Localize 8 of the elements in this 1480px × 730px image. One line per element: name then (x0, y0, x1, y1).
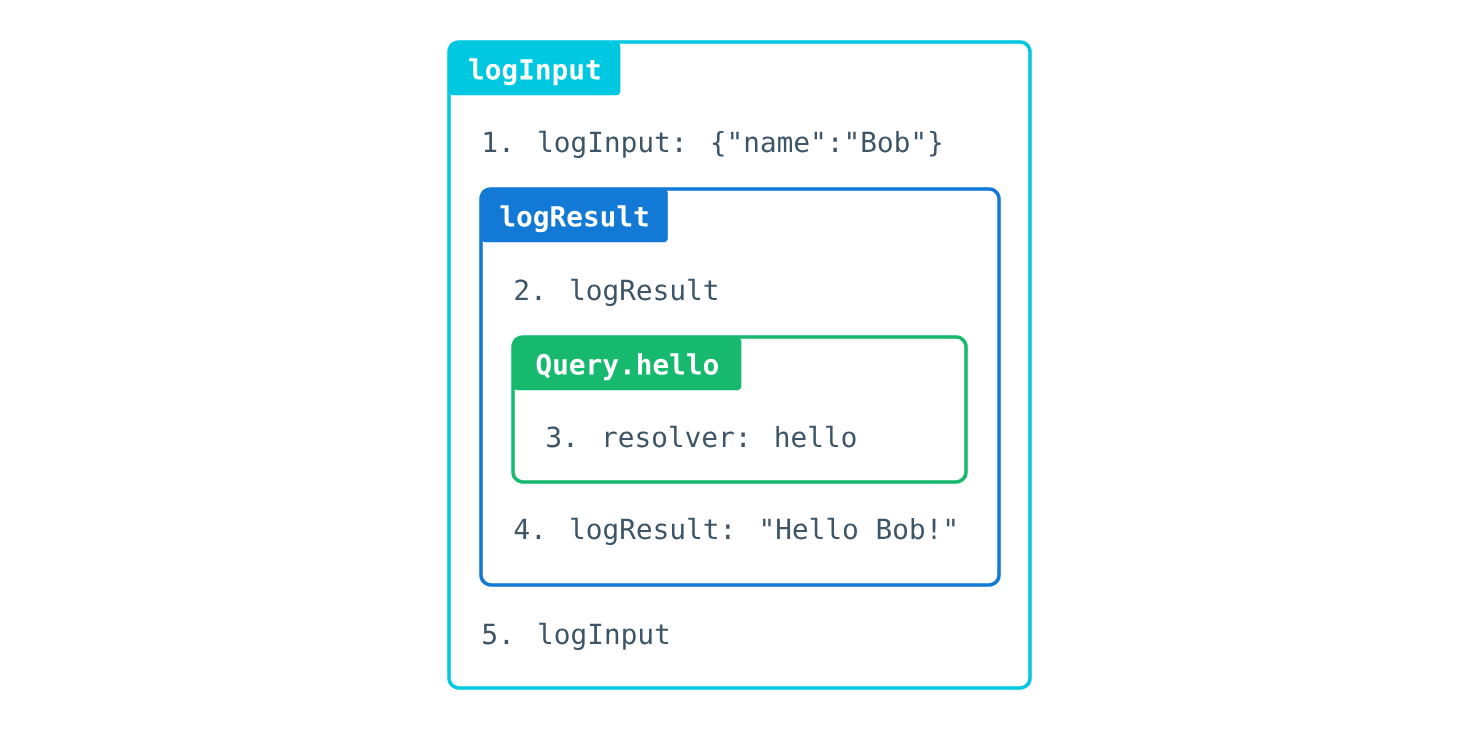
step-text: 5. logInput (483, 622, 669, 650)
step-text: 3. resolver: hello (547, 425, 856, 448)
tab-label: logResult (481, 189, 668, 243)
step-text: 4. logResult: "Hello Bob!" (514, 517, 955, 545)
tab-label: logInput (449, 42, 621, 96)
step-text: 1. logInput: {"name":"Bob"} (484, 130, 941, 158)
tab-label: Query.hello (513, 337, 742, 391)
step-text: 2. logResult (515, 278, 717, 306)
